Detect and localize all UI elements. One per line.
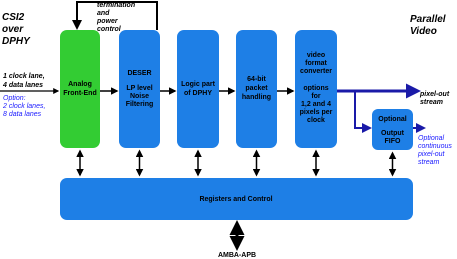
lanes-label-2: 4 data lanes (2, 82, 43, 89)
dphy-title: DPHY (2, 36, 31, 47)
fifo-in-arrow (354, 91, 372, 133)
registers-block (60, 178, 413, 220)
deser-label-3: LP level (126, 85, 152, 92)
amba-label: AMBA-APB (218, 252, 256, 259)
video-converter-block (295, 30, 337, 148)
video-label-5: options (303, 85, 328, 92)
opt-cont-label-1: Optional (418, 135, 445, 142)
option-label-3: 8 data lanes (3, 111, 42, 118)
video-label-3: converter (300, 68, 332, 75)
pixel-out-label-2: stream (420, 99, 443, 106)
logic-dphy-block (177, 30, 219, 148)
afe-label-2: Front-End (63, 90, 96, 97)
opt-cont-label-2: continuous (418, 143, 452, 150)
opt-cont-label-4: stream (418, 159, 440, 166)
fifo-label-2: Output (381, 130, 405, 137)
pixel-out-label-1: pixel-out (419, 91, 450, 98)
csi2-title: CSI2 (2, 12, 25, 23)
video-label-2: format (305, 60, 327, 67)
option-label-2: 2 clock lanes, (2, 103, 45, 110)
lanes-label-1: 1 clock lane, (3, 73, 45, 80)
video-label-6: for (311, 93, 321, 100)
fifo-label-1: Optional (378, 116, 406, 123)
packet-label-3: handling (242, 94, 271, 101)
deser-block (119, 30, 160, 148)
afe-block (60, 30, 100, 148)
option-label-1: Option: (3, 95, 26, 102)
termination-feedback-arrow (72, 1, 158, 30)
fifo-label-3: FIFO (385, 138, 401, 145)
term-label-3: power (96, 18, 119, 25)
video-label-1: video (307, 52, 325, 59)
video-label: Video (410, 26, 437, 37)
deser-label-5: Filtering (126, 101, 154, 108)
term-label-2: and (97, 10, 110, 17)
opt-cont-label-3: pixel-out (417, 151, 446, 158)
packet-label-2: packet (245, 85, 268, 92)
deser-label-4: Noise (130, 93, 149, 100)
over-title: over (2, 24, 24, 35)
packet-block (236, 30, 277, 148)
term-label-1: termination (97, 2, 135, 9)
video-label-7: 1,2 and 4 (301, 101, 331, 108)
deser-label-1: DESER (127, 70, 151, 77)
parallel-label: Parallel (410, 14, 446, 25)
video-label-8: pixels per (300, 109, 333, 116)
logic-label-2: of DPHY (184, 90, 212, 97)
registers-label: Registers and Control (199, 196, 272, 203)
packet-label-1: 64-bit (247, 76, 266, 83)
afe-label-1: Analog (68, 81, 92, 88)
video-label-9: clock (307, 117, 325, 124)
logic-label-1: Logic part (181, 81, 216, 88)
fifo-block (372, 109, 413, 150)
term-label-4: control (97, 26, 122, 33)
